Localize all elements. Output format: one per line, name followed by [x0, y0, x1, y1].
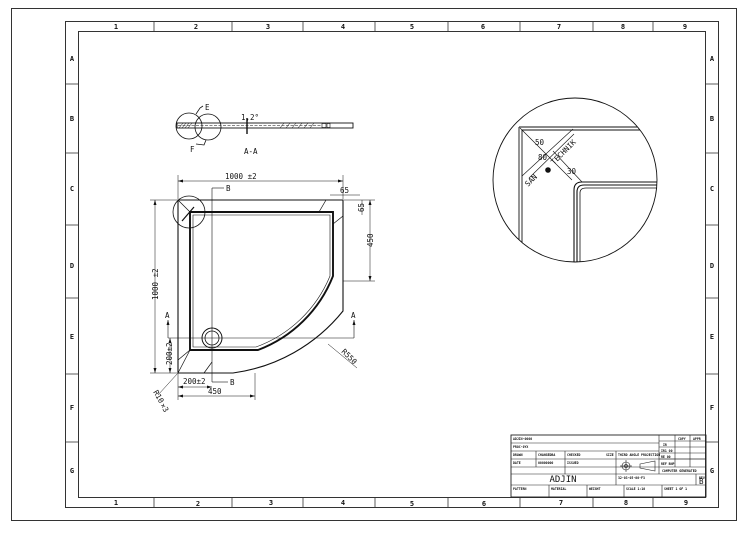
column-label: 1 [114, 499, 118, 507]
column-label: 5 [410, 500, 414, 508]
column-labels-top: 1 2 3 4 5 6 7 8 9 [114, 23, 687, 31]
brand-logo-dot [545, 167, 551, 173]
section-marker-a-left: A [165, 311, 170, 320]
tb-drawn-label: DRAWN [513, 453, 523, 457]
drain-y-dimension: 200±2 [165, 342, 174, 365]
drawing-frame [11, 8, 737, 521]
column-label: 7 [559, 499, 563, 507]
tb-r1: IR1 00 [661, 449, 673, 453]
column-labels-bottom: 1 2 3 4 5 6 7 8 9 [114, 499, 688, 508]
tb-company: ADJIN [549, 475, 576, 485]
column-label: 2 [194, 23, 198, 31]
column-label: 8 [621, 23, 625, 31]
row-label: E [710, 333, 714, 341]
projection-symbol-cone [639, 460, 656, 472]
tb-drawn-value: CHANGEDBA [538, 453, 555, 457]
width-dimension: 1000 ±2 [225, 172, 257, 181]
section-marker-a-right: A [351, 311, 356, 320]
column-label: 9 [683, 23, 687, 31]
drain-x-dimension: 200±2 [183, 377, 206, 386]
column-label: 9 [684, 499, 688, 507]
row-label: A [70, 55, 75, 63]
tb-r3: REF BNP [661, 462, 675, 466]
plan-view [150, 175, 375, 400]
row-label: D [710, 262, 714, 270]
tb-copy-label: COPY [678, 437, 686, 441]
detail-dim-30: 30 [567, 167, 577, 176]
tb-material-label: MATERIAL [551, 487, 566, 491]
corner-dim-vertical: 65 [357, 203, 366, 212]
row-label: D [70, 262, 74, 270]
tb-date-label: DATE [513, 461, 521, 465]
detail-dim-80: 80 [538, 153, 548, 162]
callout-e-label: E [205, 103, 210, 112]
row-label: F [710, 404, 714, 412]
tb-line2: PROC-0YX [513, 445, 528, 449]
column-label: 1 [114, 23, 118, 31]
column-label: 7 [557, 23, 561, 31]
column-label: 5 [410, 23, 414, 31]
row-labels-right: A B C D E F G [710, 55, 715, 475]
column-label: 3 [269, 499, 273, 507]
tb-sheet-label: SHEET 1 OF 1 [664, 487, 687, 491]
row-label: A [710, 55, 715, 63]
tb-size-label: SIZE [606, 453, 614, 457]
brand-text-left: SAN [523, 172, 539, 188]
row-label: E [70, 333, 74, 341]
row-label: F [70, 404, 74, 412]
section-marker-b-top: B [226, 184, 231, 193]
corner-radius-multiplier: ×3 [158, 402, 170, 414]
row-label: C [710, 185, 714, 193]
section-view-a-a [175, 105, 354, 146]
tb-issued-label: ISSUED [567, 461, 579, 465]
detail-circle-f [194, 113, 222, 141]
straight-dim-horizontal: 450 [208, 387, 222, 396]
tb-line1: ADJIN-0000 [513, 437, 532, 441]
row-label: G [70, 467, 74, 475]
slope-label: 1,2° [241, 113, 259, 122]
tb-checked-label: CHECKED [567, 453, 581, 457]
section-marker-b-bottom: B [230, 378, 235, 387]
column-label: 4 [341, 23, 345, 31]
corner-dim-horizontal: 65 [340, 186, 349, 195]
tb-r2: RE 00 [661, 455, 671, 459]
tb-part-number: 32-03-05-00-F3 [618, 476, 645, 480]
row-label: C [70, 185, 74, 193]
column-label: 4 [341, 499, 345, 507]
detail-view-b [492, 97, 658, 263]
tb-rev-value: B [699, 477, 704, 486]
radius-dimension: R550 [340, 347, 359, 366]
tb-ir-label: IR [663, 443, 667, 447]
row-label: B [710, 115, 714, 123]
callout-f-label: F [190, 145, 195, 154]
tb-scale-label: SCALE 1:10 [626, 487, 645, 491]
tb-projection-label: THIRD ANGLE PROJECTION [618, 453, 660, 457]
row-labels-left: A B C D E F G [70, 55, 75, 475]
column-label: 6 [482, 500, 486, 508]
row-label: G [710, 467, 714, 475]
detail-dim-50: 50 [535, 138, 545, 147]
column-label: 2 [196, 500, 200, 508]
tb-date-value: 00000000 [538, 461, 553, 465]
title-block-text: ADJIN-0000 PROC-0YX DRAWN CHANGEDBA CHEC… [513, 437, 705, 491]
tb-pattern-label: PATTERN [513, 487, 527, 491]
column-label: 6 [481, 23, 485, 31]
tb-computer-generated: COMPUTER GENERATED [662, 469, 697, 473]
title-block [510, 434, 707, 498]
section-title: A-A [244, 147, 258, 156]
tb-weight-label: WEIGHT [589, 487, 601, 491]
tb-appr-label: APPR [693, 437, 701, 441]
straight-dim-vertical: 450 [366, 233, 375, 247]
height-dimension: 1000 ±2 [151, 268, 160, 300]
tb-rev-label: REV [699, 476, 705, 480]
row-label: B [70, 115, 74, 123]
column-label: 3 [266, 23, 270, 31]
detail-circle-e [175, 112, 203, 140]
column-label: 8 [624, 499, 628, 507]
